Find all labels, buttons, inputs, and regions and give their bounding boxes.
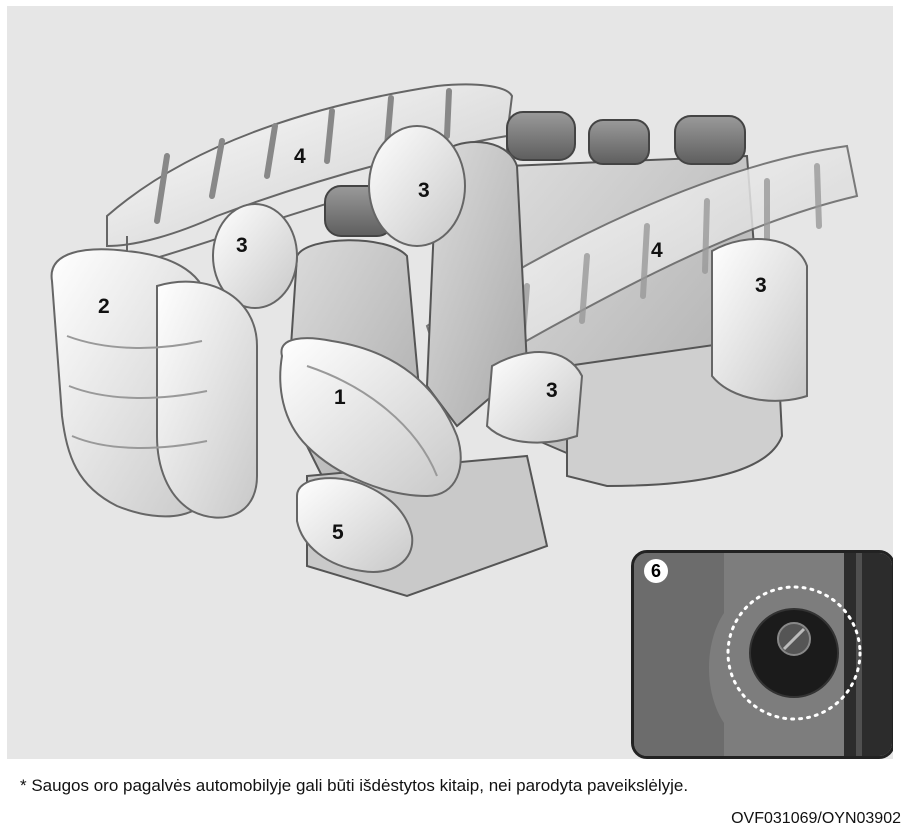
figure-caption: * Saugos oro pagalvės automobilyje gali … [20,776,688,796]
side-airbag-front-right [487,352,582,443]
callout-5: 5 [332,521,344,545]
side-airbag-rear-left [369,126,465,246]
callout-6: 6 [644,559,668,583]
callout-3-front-right: 3 [546,379,558,403]
inset-illustration [634,553,892,756]
callout-2: 2 [98,295,110,319]
callout-3-rear-right: 3 [755,274,767,298]
callout-3-front-left: 3 [236,234,248,258]
callout-1: 1 [334,386,346,410]
callout-3-rear-left: 3 [418,179,430,203]
callout-4-left: 4 [294,145,306,169]
inset-switch-detail: 6 [631,550,893,759]
image-code: OVF031069/OYN03902 [731,810,901,828]
airbag-diagram: 1 2 3 3 3 3 4 4 5 6 [7,6,893,759]
callout-4-right: 4 [651,239,663,263]
side-airbag-rear-right [712,239,807,401]
